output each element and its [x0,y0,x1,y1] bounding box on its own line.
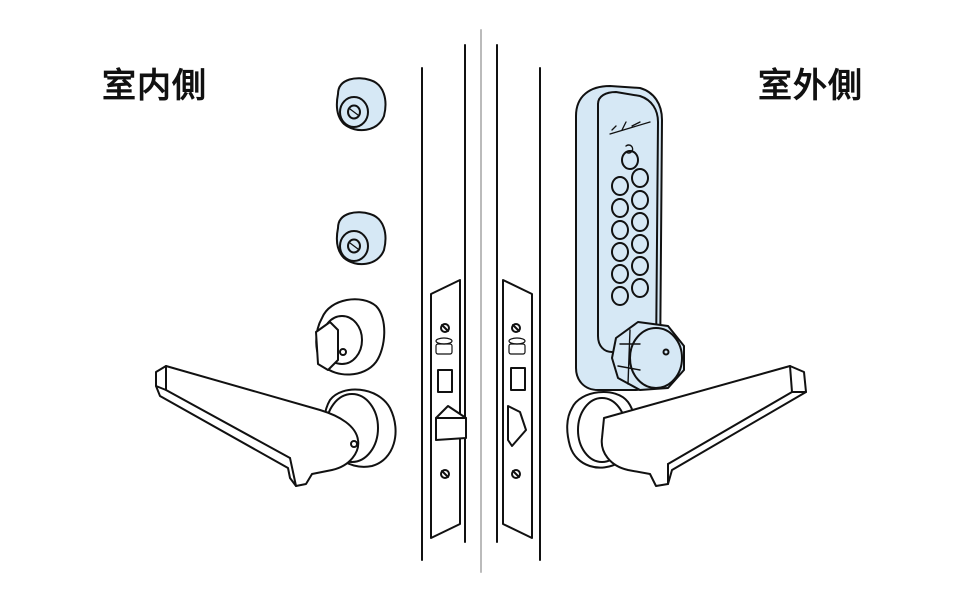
keypad-buttons [611,144,649,306]
outdoor-strike-plate [502,279,533,539]
keypad-button-row-3 [611,212,649,240]
keypad-button-row-2 [611,190,649,218]
outdoor-side-label: 室外側 [758,66,863,106]
indoor-side-label: 室内側 [102,66,207,106]
keylex-logo [609,121,651,135]
keypad-button-row-5 [611,256,649,284]
indoor-strike-plate [430,279,467,539]
keypad-button-row-6 [611,278,649,306]
indoor-lever-handle [155,365,360,487]
indoor-screw-cap-middle [335,211,387,266]
keypad-button-row-4 [611,234,649,262]
outdoor-door-edge [496,44,541,561]
keypad-button-row-1 [611,168,649,196]
indoor-thumb-turn [315,298,386,376]
indoor-screw-cap-top [335,77,387,132]
outdoor-lever-handle [600,365,807,487]
keypad-button-c [621,144,639,170]
indoor-door-edge [421,44,466,561]
keypad-knob [611,321,685,391]
